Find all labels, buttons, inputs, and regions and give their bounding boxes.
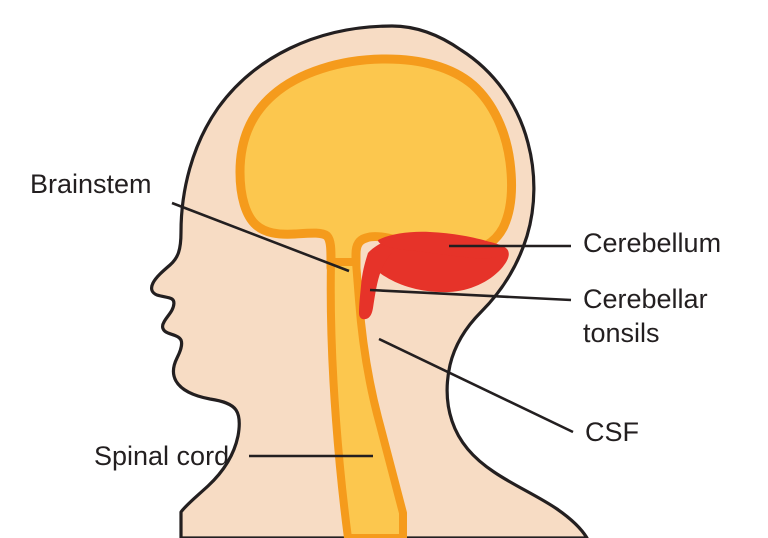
brainstem-leader xyxy=(171,201,350,273)
cerebellum-upper-lobe xyxy=(378,231,504,259)
label-cerebellum: Cerebellum xyxy=(583,228,721,258)
cerebellar-tonsils-leader xyxy=(369,288,572,302)
cerebrum-group xyxy=(235,54,517,273)
label-spinal-cord: Spinal cord xyxy=(94,441,229,471)
csf-leader xyxy=(378,337,574,434)
cerebellar-tonsil xyxy=(359,253,392,320)
leader-lines-group xyxy=(171,201,574,458)
cerebrum xyxy=(235,54,517,273)
cerebellar-tonsil-group xyxy=(359,253,392,320)
label-cerebellar-tonsils-line1: Cerebellar xyxy=(583,284,708,314)
label-cerebellar-tonsils: Cerebellar tonsils xyxy=(583,284,715,348)
brainstem-and-spinal-cord xyxy=(326,258,407,538)
label-csf: CSF xyxy=(585,417,639,447)
label-cerebellar-tonsils-line2: tonsils xyxy=(583,318,660,348)
labels-group: Brainstem Cerebellum Cerebellar tonsils … xyxy=(30,169,721,471)
cerebellum-group xyxy=(367,231,509,293)
brainstem-spinal-cord-group xyxy=(326,258,407,538)
label-brainstem: Brainstem xyxy=(30,169,152,199)
